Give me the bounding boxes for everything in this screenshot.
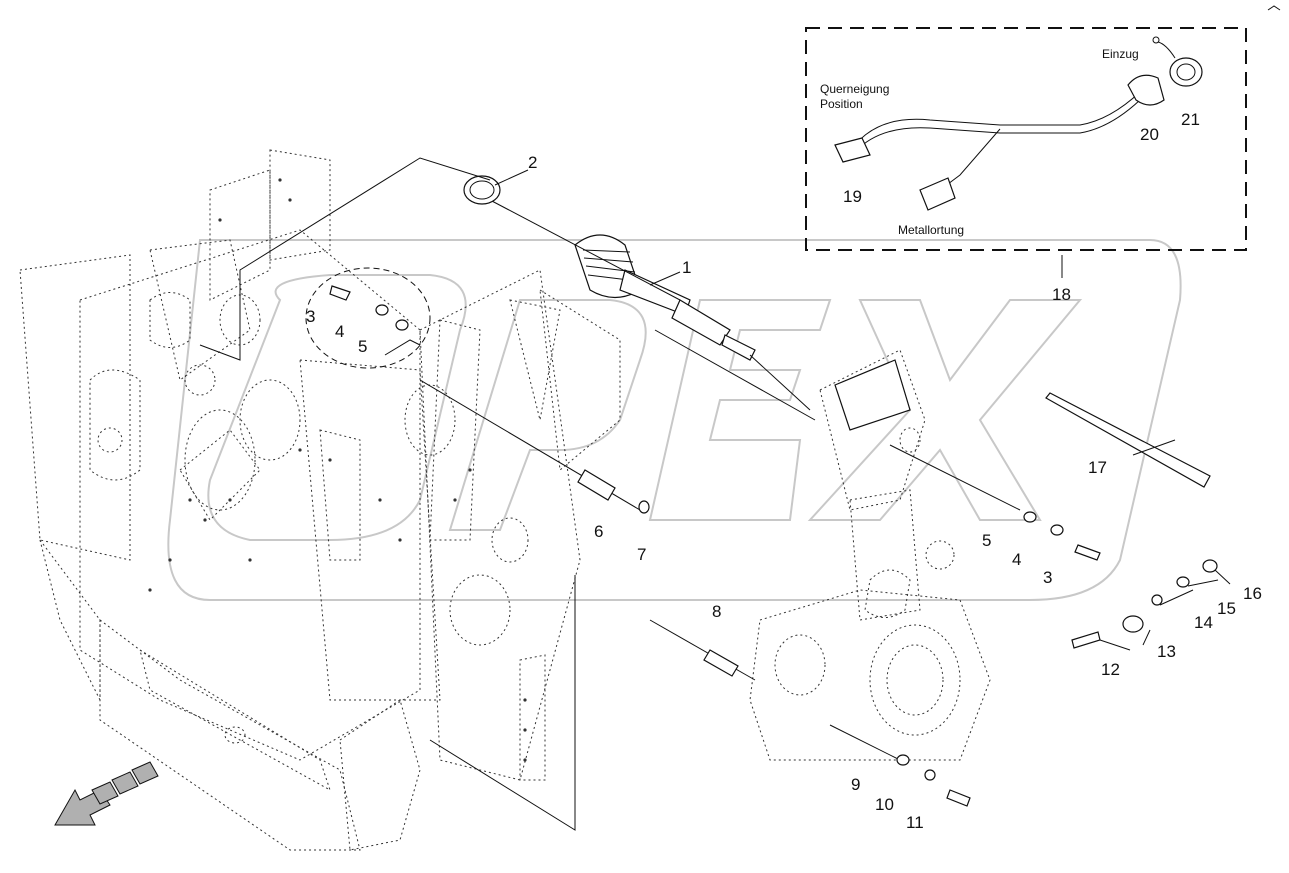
callout-12: 12 bbox=[1101, 660, 1120, 679]
label-querneigung: Querneigung bbox=[820, 82, 889, 96]
callout-4: 4 bbox=[335, 322, 344, 341]
callout-2: 2 bbox=[528, 153, 537, 172]
gearbox-assembly bbox=[749, 349, 991, 761]
hose-clamp bbox=[463, 175, 501, 205]
hardware-parts bbox=[329, 285, 1218, 807]
assembly-lines bbox=[199, 157, 1063, 831]
callout-17: 17 bbox=[1088, 458, 1107, 477]
callout-7: 7 bbox=[637, 545, 646, 564]
callout-5: 5 bbox=[982, 531, 991, 550]
callout-19: 19 bbox=[843, 187, 862, 206]
callout-21: 21 bbox=[1181, 110, 1200, 129]
inset-labels: Einzug Querneigung Position Metallortung bbox=[820, 47, 1139, 237]
callout-20: 20 bbox=[1140, 125, 1159, 144]
callout-3: 3 bbox=[1043, 568, 1052, 587]
wire-harness-inset bbox=[805, 27, 1247, 251]
callout-1: 1 bbox=[682, 258, 691, 277]
corner-mark bbox=[1267, 5, 1281, 11]
callout-4: 4 bbox=[1012, 550, 1021, 569]
callout-6: 6 bbox=[594, 522, 603, 541]
label-metallortung: Metallortung bbox=[898, 223, 964, 237]
callout-11: 11 bbox=[906, 813, 924, 832]
label-position: Position bbox=[820, 97, 863, 111]
direction-arrow-icon bbox=[54, 761, 159, 826]
callout-5: 5 bbox=[358, 337, 367, 356]
callout-8: 8 bbox=[712, 602, 721, 621]
callout-15: 15 bbox=[1217, 599, 1236, 618]
machine-frame bbox=[19, 149, 621, 851]
callout-9: 9 bbox=[851, 775, 860, 794]
callout-16: 16 bbox=[1243, 584, 1262, 603]
label-einzug: Einzug bbox=[1102, 47, 1139, 61]
callout-10: 10 bbox=[875, 795, 894, 814]
watermark-logo bbox=[167, 239, 1182, 601]
callout-18: 18 bbox=[1052, 285, 1071, 304]
drive-shaft bbox=[489, 199, 756, 361]
callout-numbers: 1 2 3 4 5 6 7 5 4 3 8 9 10 11 12 13 14 1… bbox=[306, 110, 1262, 832]
callout-14: 14 bbox=[1194, 613, 1213, 632]
callout-3: 3 bbox=[306, 307, 315, 326]
callout-13: 13 bbox=[1157, 642, 1176, 661]
callout-leaders bbox=[494, 169, 1231, 651]
